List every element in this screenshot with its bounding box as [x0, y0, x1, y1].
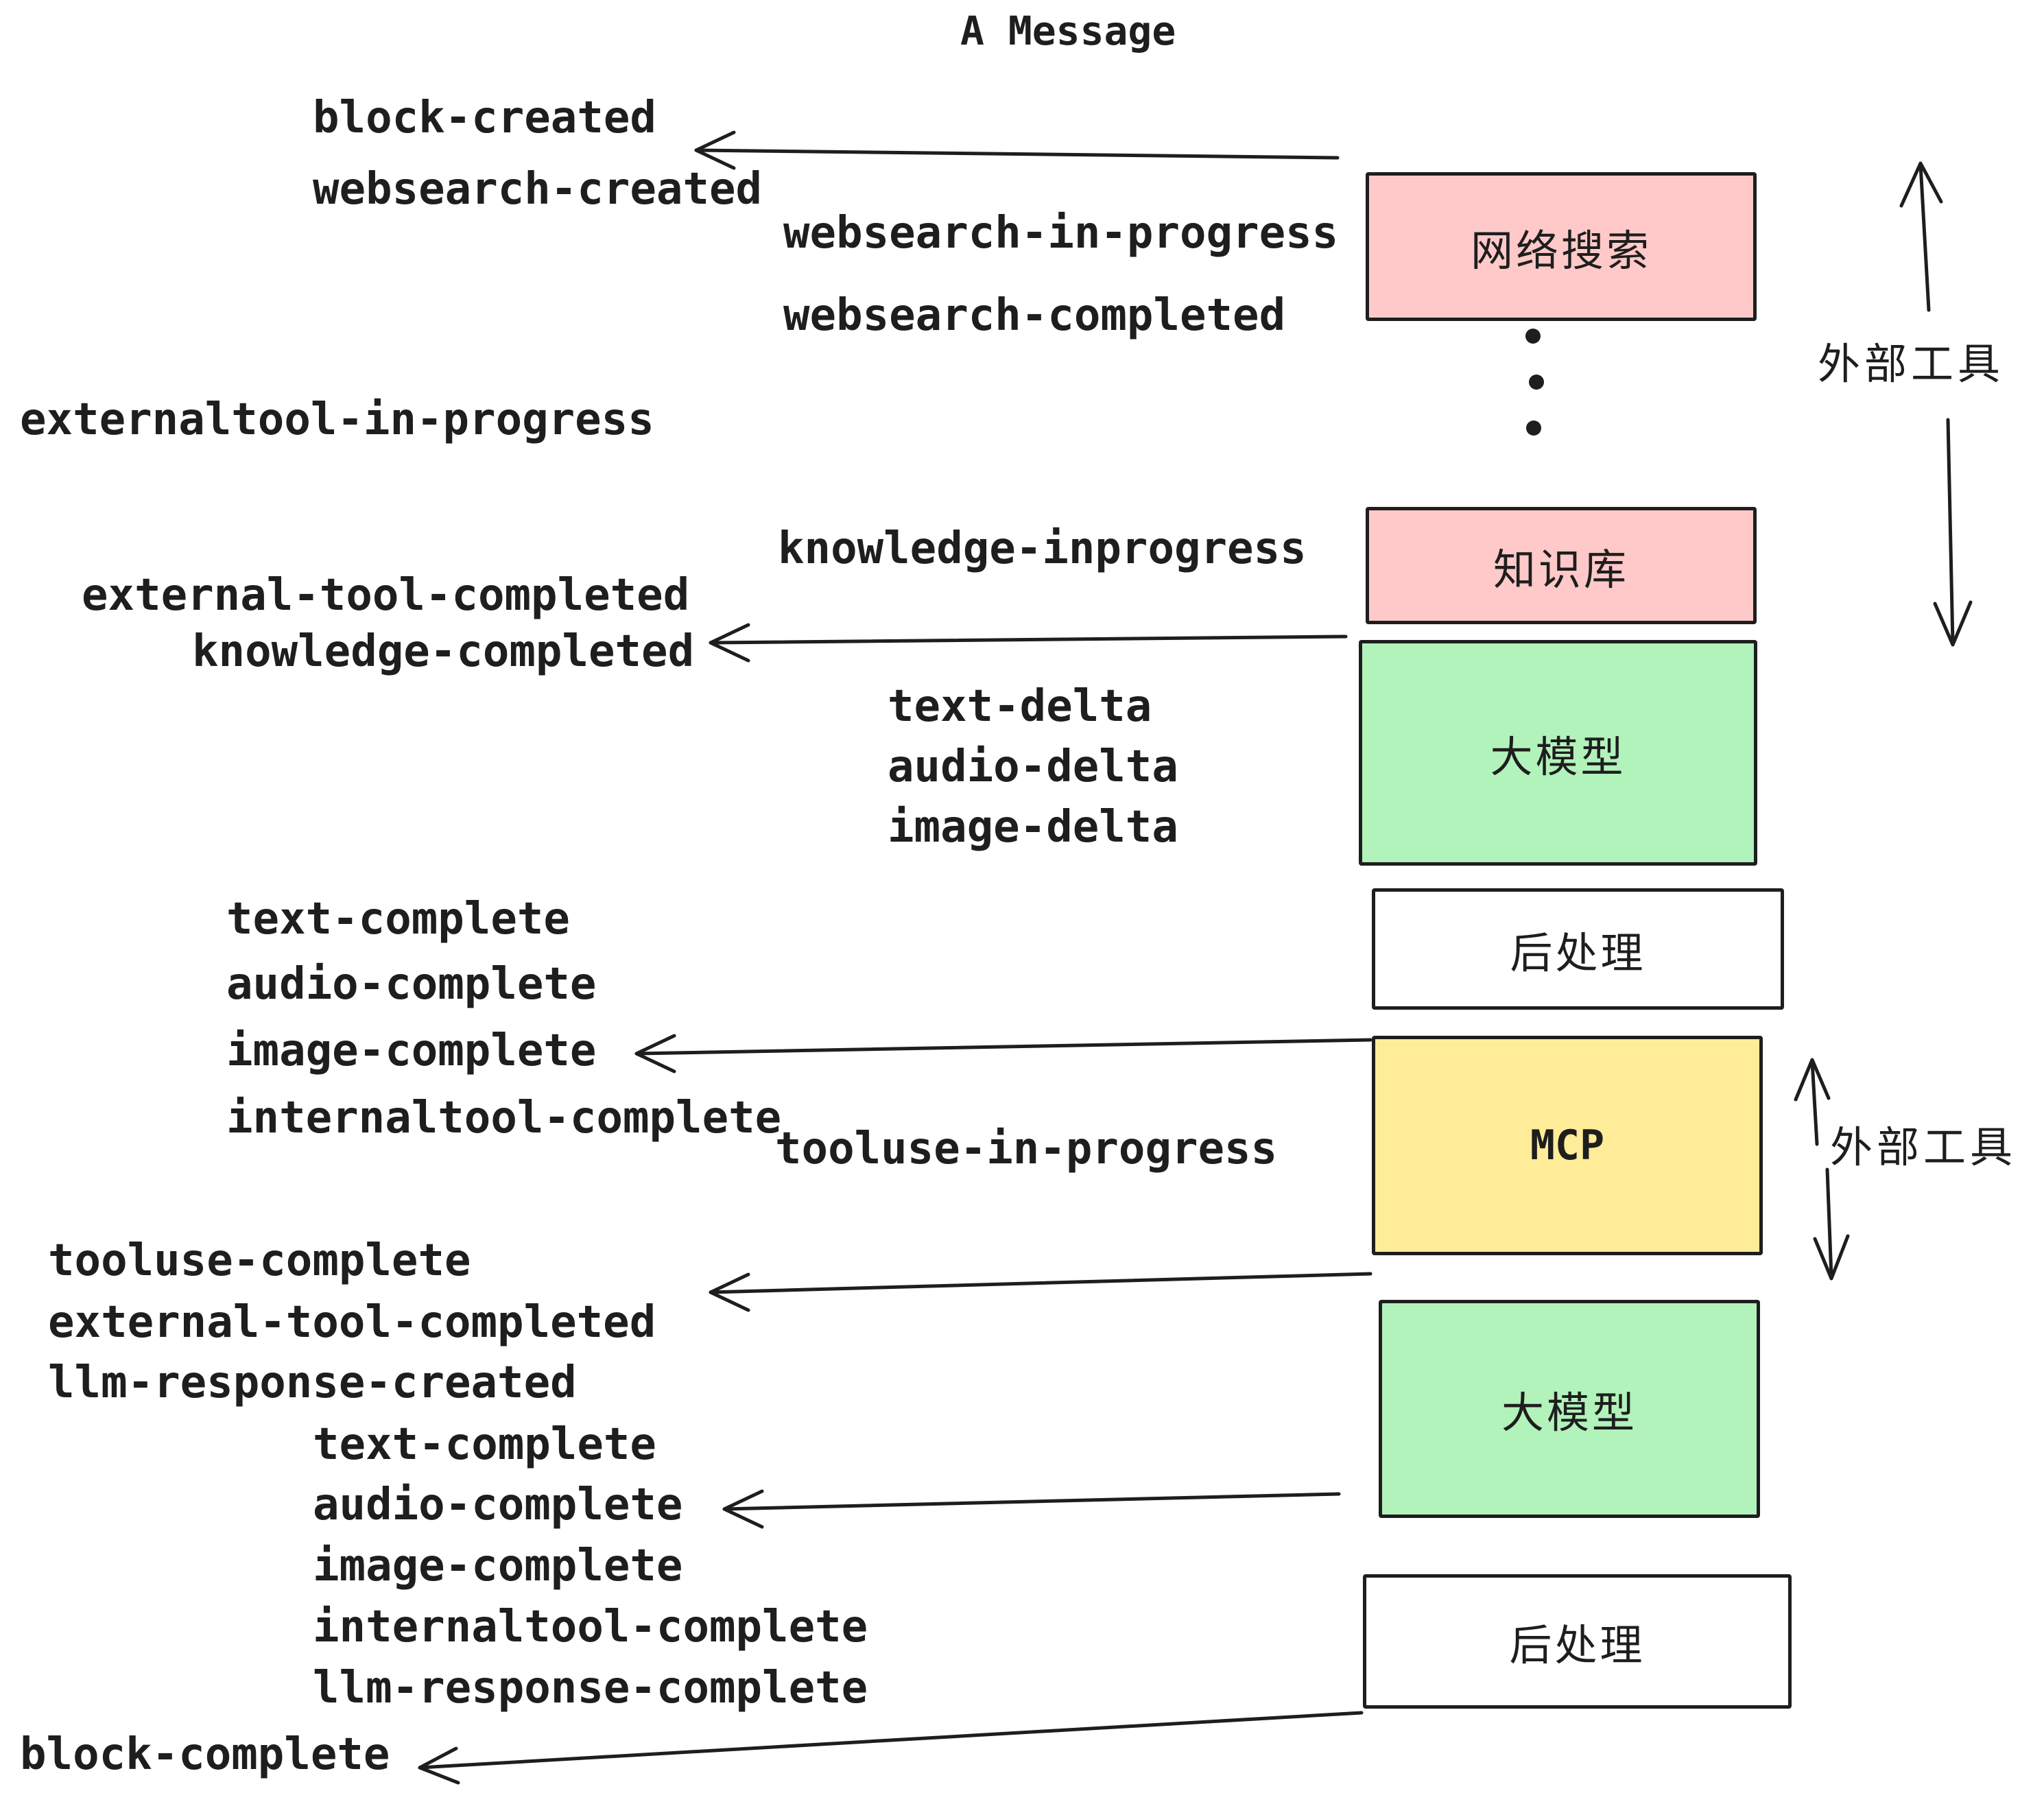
event-label-audio-complete-2: audio-complete [313, 1480, 683, 1530]
event-label-text-delta-1: text-delta [888, 681, 1152, 732]
event-label-knowledge-inprogress: knowledge-inprogress [778, 523, 1307, 574]
box-post-2: 后处理 [1363, 1574, 1792, 1709]
box-post-1-label: 后处理 [1510, 927, 1646, 978]
external-tools-label-top: 外部工具 [1818, 339, 2005, 389]
event-label-websearch-in-progress: websearch-in-progress [783, 208, 1339, 259]
box-mcp-label: MCP [1530, 1121, 1605, 1170]
external-tools-span-down-arrow-icon [1933, 418, 1973, 647]
event-label-image-complete-2: image-complete [313, 1541, 683, 1591]
event-label-block-complete: block-complete [20, 1729, 390, 1780]
mcp-span-down-arrow-icon [1813, 1167, 1850, 1281]
box-llm-1: 大模型 [1359, 640, 1757, 866]
event-label-tooluse-in-progress: tooluse-in-progress [775, 1124, 1278, 1174]
box-llm-2: 大模型 [1379, 1300, 1760, 1518]
external-tools-span-up-arrow-icon [1899, 161, 1943, 312]
box-websearch: 网络搜索 [1366, 172, 1757, 321]
diagram-title: A Message [960, 8, 1176, 54]
event-label-tooluse-complete: tooluse-complete [48, 1235, 471, 1286]
box-post-1: 后处理 [1372, 888, 1784, 1010]
box-websearch-label: 网络搜索 [1470, 225, 1652, 276]
event-label-internaltool-complete-2: internaltool-complete [313, 1602, 868, 1652]
event-label-image-complete-1: image-complete [226, 1025, 597, 1076]
event-label-external-tool-completed-1: external-tool-completed [82, 570, 690, 621]
box-knowledge: 知识库 [1366, 507, 1757, 624]
event-label-block-created: block-created [313, 93, 656, 143]
box-knowledge-label: 知识库 [1493, 544, 1629, 595]
event-label-externaltool-in-progress: externaltool-in-progress [20, 394, 654, 445]
box-llm-1-label: 大模型 [1490, 731, 1626, 782]
event-label-audio-delta-1: audio-delta [888, 741, 1178, 792]
box-mcp: MCP [1372, 1036, 1763, 1255]
event-label-text-complete-1: text-complete [226, 894, 570, 945]
mcp-span-up-arrow-icon [1794, 1058, 1831, 1146]
arrow-block-complete-icon [418, 1711, 1364, 1785]
arrow-knowledge-completed-icon [709, 623, 1348, 663]
external-tools-label-mcp: 外部工具 [1830, 1122, 2017, 1172]
box-llm-2-label: 大模型 [1501, 1388, 1637, 1438]
event-label-internaltool-complete-1: internaltool-complete [226, 1093, 782, 1143]
event-label-knowledge-completed: knowledge-completed [192, 626, 695, 677]
event-label-llm-response-complete: llm-response-complete [313, 1663, 868, 1713]
event-label-websearch-completed: websearch-completed [783, 290, 1286, 341]
event-label-image-delta-1: image-delta [888, 802, 1178, 853]
vertical-ellipsis-icon [1525, 329, 1544, 436]
arrow-websearch-created-icon [694, 130, 1340, 170]
event-label-websearch-created: websearch-created [313, 164, 763, 215]
arrow-internal-complete-icon [634, 1034, 1372, 1073]
event-label-external-tool-completed-2: external-tool-completed [48, 1297, 656, 1348]
event-label-llm-response-created: llm-response-created [48, 1357, 577, 1408]
box-post-2-label: 后处理 [1509, 1620, 1645, 1670]
event-label-audio-complete-1: audio-complete [226, 959, 597, 1010]
arrow-llm-response-icon [722, 1489, 1341, 1529]
event-label-text-complete-2: text-complete [313, 1419, 656, 1470]
arrow-tooluse-complete-icon [709, 1272, 1372, 1312]
